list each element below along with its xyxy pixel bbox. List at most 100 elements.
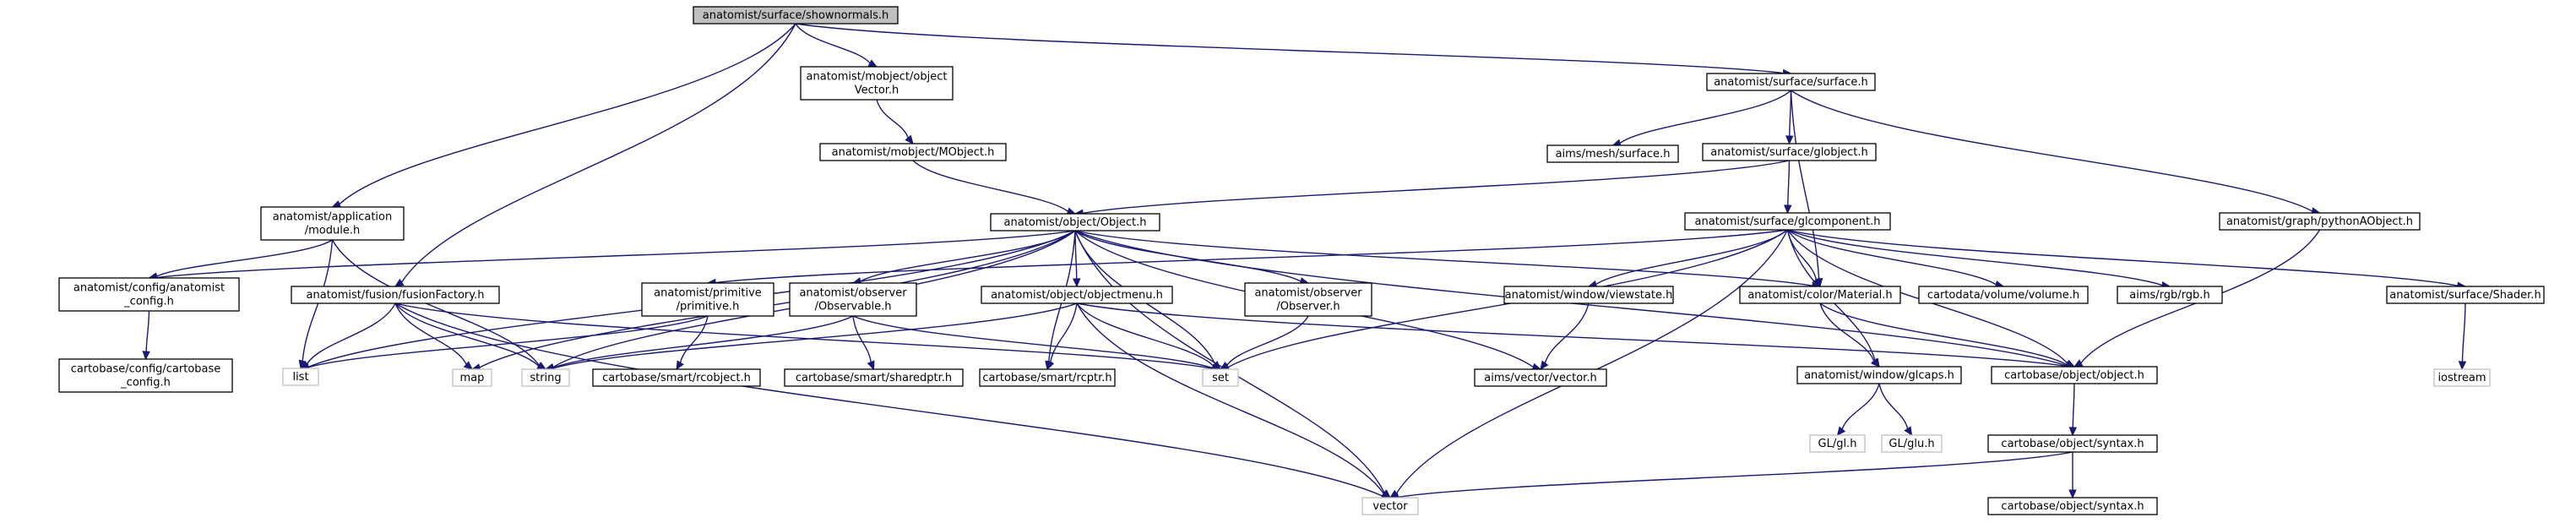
- node-label: cartodata/volume/volume.h: [1927, 289, 2079, 302]
- edge-observable-to-sharedptr: [852, 315, 875, 371]
- node-cartobase-smart-rcobject-h[interactable]: cartobase/smart/rcobject.h: [592, 368, 761, 387]
- edge-object-to-observable: [851, 230, 1076, 286]
- edge-config-to-cartoconfig: [142, 310, 150, 361]
- edge-line: [1819, 302, 1875, 362]
- edge-line: [1074, 230, 1078, 280]
- edge-line: [394, 302, 540, 367]
- node-box: [452, 368, 492, 387]
- edge-line: [331, 239, 540, 366]
- node-box: [1202, 368, 1239, 387]
- node-anatomist-mobject-mobject-h[interactable]: anatomist/mobject/MObject.h: [819, 143, 1007, 161]
- node-aims-vector-vector-h[interactable]: aims/vector/vector.h: [1474, 368, 1607, 387]
- arrowhead: [1871, 357, 1880, 368]
- node-box: [641, 282, 774, 317]
- node-label: anatomist/primitive: [654, 287, 762, 300]
- node-anatomist-window-glcaps-h[interactable]: anatomist/window/glcaps.h: [1796, 366, 1962, 384]
- edge-line: [1074, 230, 1302, 282]
- node-anatomist-observer-observer-h[interactable]: anatomist/observer/Observer.h: [1244, 282, 1372, 317]
- edge-line: [1787, 229, 1997, 286]
- arrowhead: [463, 361, 473, 370]
- node-anatomist-object-object-h[interactable]: anatomist/object/Object.h: [990, 213, 1160, 232]
- edge-primitive-to-list: [299, 315, 709, 372]
- node-cartobase-config-cartobase-config-h[interactable]: cartobase/config/cartobase_config.h: [58, 358, 233, 393]
- node-anatomist-application-module-h[interactable]: anatomist/application/module.h: [260, 206, 405, 241]
- edge-line: [1787, 229, 2459, 286]
- arrowhead: [1784, 204, 1792, 215]
- node-cartobase-object-syntax-h[interactable]: cartobase/object/syntax.h: [1987, 497, 2158, 515]
- node-label: cartobase/config/cartobase: [71, 363, 221, 376]
- arrowhead: [1046, 360, 1055, 371]
- node-box: [521, 368, 570, 387]
- node-label: GL/gl.h: [1818, 438, 1857, 450]
- node-anatomist-primitive-primitive-h[interactable]: anatomist/primitive/primitive.h: [641, 282, 774, 317]
- node-box: [1918, 286, 2089, 304]
- node-label: cartobase/object/object.h: [2004, 369, 2144, 382]
- edge-objmenu-to-rcptr: [1046, 302, 1078, 371]
- edge-line: [1595, 229, 1788, 286]
- node-anatomist-surface-surface-h[interactable]: anatomist/surface/surface.h: [1706, 73, 1876, 91]
- node-label: anatomist/object/Object.h: [1004, 216, 1147, 229]
- node-anatomist-surface-glcomponent-h[interactable]: anatomist/surface/glcomponent.h: [1684, 212, 1891, 231]
- edge-line: [1076, 302, 1215, 367]
- node-label: /Observer.h: [1276, 301, 1340, 313]
- node-box: [1244, 282, 1372, 317]
- node-cartobase-object-syntax-h[interactable]: cartobase/object/syntax.h: [1987, 434, 2158, 453]
- node-label: anatomist/surface/surface.h: [1714, 76, 1868, 89]
- node-anatomist-window-viewstate-h[interactable]: anatomist/window/viewstate.h: [1503, 286, 1674, 304]
- edge-line: [860, 230, 1076, 282]
- node-cartobase-smart-rcptr-h[interactable]: cartobase/smart/rcptr.h: [979, 368, 1116, 387]
- node-box: [819, 143, 1007, 161]
- node-cartobase-object-object-h[interactable]: cartobase/object/object.h: [1991, 366, 2158, 384]
- edge-line: [1076, 302, 2068, 368]
- edge-line: [1787, 160, 1791, 206]
- node-box: [789, 282, 917, 317]
- edge-primitive-to-rcobject: [676, 315, 709, 371]
- node-anatomist-fusion-fusionfactory-h[interactable]: anatomist/fusion/fusionFactory.h: [291, 286, 500, 304]
- node-label: cartobase/smart/sharedptr.h: [796, 372, 952, 384]
- node-box: [784, 368, 964, 387]
- arrowhead: [142, 351, 150, 361]
- edge-glcaps-to-glh: [1836, 383, 1880, 436]
- node-label: /module.h: [305, 225, 360, 237]
- node-anatomist-surface-globject-h[interactable]: anatomist/surface/globject.h: [1702, 143, 1877, 161]
- edge-line: [1841, 383, 1880, 430]
- node-anatomist-object-objectmenu-h[interactable]: anatomist/object/objectmenu.h: [981, 286, 1173, 304]
- node-label: _config.h: [120, 377, 171, 390]
- node-label: list: [292, 371, 308, 384]
- node-anatomist-color-material-h[interactable]: anatomist/color/Material.h: [1739, 286, 1901, 304]
- node-box: [1881, 434, 1943, 453]
- node-cartobase-smart-sharedptr-h[interactable]: cartobase/smart/sharedptr.h: [784, 368, 964, 387]
- node-label: cartobase/object/syntax.h: [2001, 438, 2144, 450]
- node-anatomist-surface-shader-h[interactable]: anatomist/surface/Shader.h: [2386, 286, 2545, 304]
- node-anatomist-surface-shownormals-h[interactable]: anatomist/surface/shownormals.h: [693, 6, 899, 25]
- node-label: aims/rgb/rgb.h: [2129, 289, 2209, 302]
- edge-line: [145, 310, 150, 352]
- node-anatomist-config-anatomist-config-h[interactable]: anatomist/config/anatomist_config.h: [58, 277, 240, 312]
- edge-cobject-to-syntax1: [2068, 383, 2078, 437]
- node-aims-rgb-rgb-h[interactable]: aims/rgb/rgb.h: [2117, 286, 2223, 304]
- node-label: anatomist/fusion/fusionFactory.h: [307, 289, 485, 302]
- edge-line: [1791, 90, 2313, 212]
- node-box: [979, 368, 1116, 387]
- node-anatomist-observer-observable-h[interactable]: anatomist/observer/Observable.h: [789, 282, 917, 317]
- node-cartodata-volume-volume-h[interactable]: cartodata/volume/volume.h: [1918, 286, 2089, 304]
- node-box: [693, 6, 899, 25]
- node-box: [58, 277, 240, 312]
- node-label: GL/glu.h: [1889, 438, 1934, 450]
- edge-line: [852, 315, 1214, 369]
- edge-line: [912, 160, 1068, 212]
- node-box: [1991, 366, 2158, 384]
- edge-surface-to-material: [1790, 90, 1823, 288]
- node-aims-mesh-surface-h[interactable]: aims/mesh/surface.h: [1546, 144, 1679, 163]
- dependency-edges: [142, 23, 2467, 502]
- edge-line: [679, 315, 709, 363]
- node-anatomist-graph-pythonaobject-h[interactable]: anatomist/graph/pythonAObject.h: [2219, 212, 2421, 231]
- edge-surface-to-meshsurf: [1611, 90, 1791, 147]
- edge-module-to-config: [148, 239, 333, 281]
- edge-glcaps-to-gluh: [1878, 383, 1913, 437]
- edge-line: [1789, 90, 1792, 137]
- node-label: Vector.h: [855, 84, 899, 97]
- node-string: string: [521, 368, 570, 387]
- node-box: [2386, 286, 2545, 304]
